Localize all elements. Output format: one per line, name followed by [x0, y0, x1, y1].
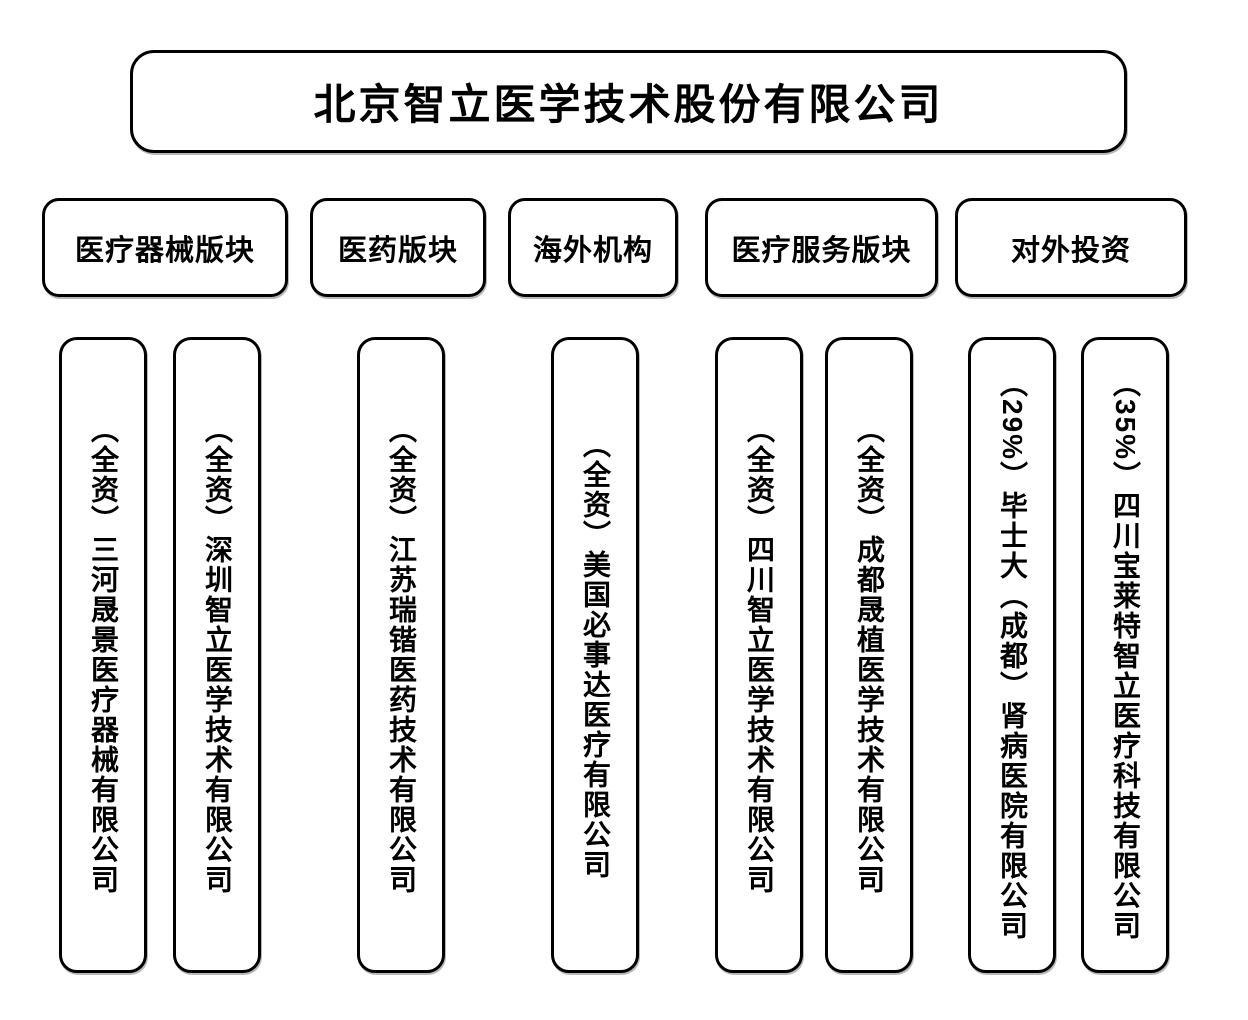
subsidiary-box-usa-bishida: （全资）美国必事达医疗有限公司: [551, 337, 639, 973]
subsidiary-box-jiangsu-ruikai: （全资）江苏瑞锴医药技术有限公司: [357, 337, 445, 973]
subsidiary-name: （全资）美国必事达医疗有限公司: [580, 430, 611, 880]
subsidiary-name: （35%）四川宝莱特智立医疗科技有限公司: [1110, 368, 1141, 942]
subsidiary-name: （全资）江苏瑞锴医药技术有限公司: [386, 415, 417, 895]
section-label: 对外投资: [1010, 234, 1131, 267]
section-box-medical-devices: 医疗器械版块: [42, 198, 288, 297]
parent-company-box: 北京智立医学技术股份有限公司: [130, 50, 1127, 153]
section-box-medical-services: 医疗服务版块: [705, 198, 938, 297]
subsidiary-box-sichuan-zhili: （全资）四川智立医学技术有限公司: [715, 337, 803, 973]
section-box-external-investment: 对外投资: [955, 198, 1187, 297]
subsidiary-name: （全资）成都晟植医学技术有限公司: [854, 415, 885, 895]
section-box-pharmaceuticals: 医药版块: [310, 198, 486, 297]
subsidiary-box-shenzhen-zhili: （全资）深圳智立医学技术有限公司: [173, 337, 261, 973]
section-label: 医疗服务版块: [731, 234, 912, 267]
subsidiary-box-sichuan-baolaite: （35%）四川宝莱特智立医疗科技有限公司: [1081, 337, 1169, 973]
subsidiary-box-bishida-hospital: （29%）毕士大（成都）肾病医院有限公司: [968, 337, 1056, 973]
subsidiary-name: （全资）三河晟景医疗器械有限公司: [88, 415, 119, 895]
subsidiary-name: （全资）四川智立医学技术有限公司: [744, 415, 775, 895]
section-label: 海外机构: [532, 234, 653, 267]
parent-company-name: 北京智立医学技术股份有限公司: [313, 81, 944, 128]
subsidiary-name: （29%）毕士大（成都）肾病医院有限公司: [997, 368, 1028, 942]
subsidiary-box-chengdu-shengzhi: （全资）成都晟植医学技术有限公司: [825, 337, 913, 973]
section-box-overseas-institutions: 海外机构: [508, 198, 678, 297]
section-label: 医疗器械版块: [74, 234, 255, 267]
subsidiary-name: （全资）深圳智立医学技术有限公司: [202, 415, 233, 895]
section-label: 医药版块: [337, 234, 458, 267]
subsidiary-box-sanhe-shengjing: （全资）三河晟景医疗器械有限公司: [59, 337, 147, 973]
